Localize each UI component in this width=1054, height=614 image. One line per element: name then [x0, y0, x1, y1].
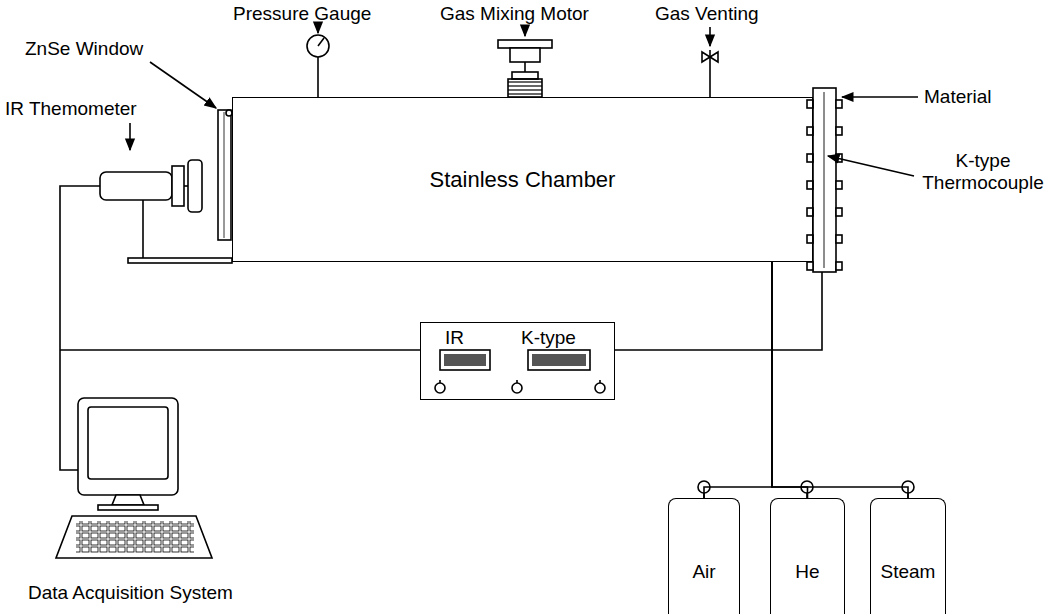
- part-label: Material: [924, 86, 992, 108]
- znse-window: [218, 110, 232, 240]
- leader-line: [828, 156, 914, 176]
- part-label: IR Themometer: [5, 98, 137, 120]
- gas-cylinder: He: [770, 498, 845, 614]
- temperature-display: IR K-type: [420, 322, 615, 400]
- mixing-motor: [498, 40, 552, 97]
- leader-arrow: [709, 27, 711, 46]
- leader-arrow: [129, 123, 131, 150]
- node-text: Air: [692, 561, 715, 583]
- node-text: K-type: [521, 327, 576, 349]
- computer: [56, 398, 212, 558]
- leader-arrow: [842, 96, 918, 98]
- part-label: Gas Venting: [655, 3, 759, 25]
- leader-arrow: [317, 27, 319, 33]
- node-text: Steam: [881, 561, 936, 583]
- device-label: Data Acquisition System: [28, 582, 233, 604]
- chamber-box: Stainless Chamber: [232, 97, 813, 262]
- part-label: ZnSe Window: [25, 38, 143, 60]
- vent-valve: [702, 50, 718, 97]
- node-text: Stainless Chamber: [430, 167, 616, 192]
- cylinder-valve: [698, 481, 914, 498]
- node-text: IR: [445, 327, 464, 349]
- gas-line: [772, 262, 808, 498]
- gas-line: [704, 262, 772, 498]
- gas-cylinder: Steam: [870, 498, 946, 614]
- gas-line: [772, 262, 908, 498]
- part-label: Gas Mixing Motor: [440, 3, 589, 25]
- pressure-gauge: [307, 35, 329, 97]
- leader-arrow: [524, 27, 526, 36]
- part-label: K-type Thermocouple: [920, 150, 1046, 194]
- thermocouple-wire: [615, 272, 822, 350]
- part-label: Pressure Gauge: [233, 3, 371, 25]
- panel-display: [435, 350, 605, 393]
- node-text: He: [795, 561, 819, 583]
- gas-cylinder: Air: [668, 498, 740, 614]
- leader-line: [150, 62, 216, 108]
- ir-thermometer: [100, 160, 232, 263]
